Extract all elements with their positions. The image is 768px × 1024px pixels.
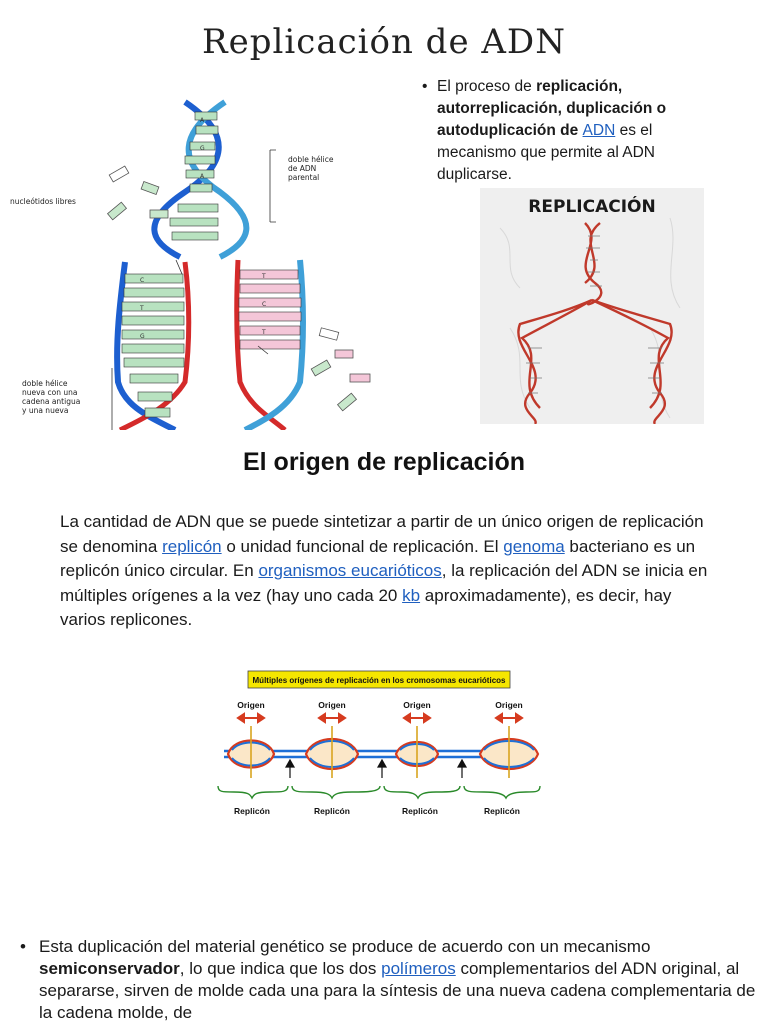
eukaryotic-organisms-link[interactable]: organismos eucarióticos (258, 561, 442, 580)
svg-text:T: T (261, 273, 266, 280)
diagram-banner (247, 670, 511, 689)
bullet2-text-3: complementarios del ADN original, al sep… (39, 959, 756, 1022)
svg-text:A: A (200, 117, 205, 124)
replicon-label-2: Replicón (314, 806, 350, 816)
genome-link[interactable]: genoma (503, 536, 565, 556)
para-text-5: aproximadamente), es decir, hay varios r… (60, 585, 672, 630)
para-text-4: , la replicación del ADN se inicia en mú… (60, 561, 708, 605)
replication-heading: REPLICACIÓN (528, 195, 655, 217)
label-free-nucleotides: nucleótidos libres (10, 197, 76, 206)
intro-text-post: es el mecanismo que permite al ADN dupli… (437, 122, 655, 183)
kb-link[interactable]: kb (402, 585, 421, 605)
origin-label-3: Origen (403, 700, 430, 710)
para-text-3: bacteriano es un replicón único circular… (60, 536, 696, 581)
replicon-label-3: Replicón (402, 806, 438, 816)
bullet-marker: • (20, 937, 26, 956)
replication-fork-image: REPLICACIÓN (480, 188, 704, 424)
bullet2-text-2: , lo que indica que los dos (179, 959, 382, 978)
replicon-label-4: Replicón (484, 806, 520, 816)
para-text-2: o unidad funcional de replicación. El (221, 536, 504, 556)
polymers-link[interactable]: polímeros (381, 959, 456, 978)
svg-text:C: C (140, 277, 144, 284)
semiconservative-term: semiconservador (39, 959, 180, 978)
svg-text:T: T (261, 329, 266, 336)
intro-bullet: • El proceso de replicación, autorreplic… (422, 76, 722, 186)
origin-label-2: Origen (318, 700, 345, 710)
semiconservative-bullet: • Esta duplicación del material genético… (20, 936, 760, 1024)
right-daughter-helix (234, 259, 306, 430)
intro-text-pre: El proceso de (437, 78, 537, 95)
svg-text:G: G (140, 333, 145, 340)
page-title: Replicación de ADN (202, 22, 566, 62)
svg-text:T: T (139, 305, 144, 312)
origin-label-1: Origen (237, 700, 264, 710)
svg-text:C: C (262, 301, 266, 308)
multiple-origins-diagram: Múltiples orígenes de replicación en los… (214, 666, 544, 826)
intro-bold-terms: replicación, autorreplicación, duplicaci… (437, 78, 667, 139)
replicon-link[interactable]: replicón (162, 536, 222, 556)
origin-label-4: Origen (495, 700, 522, 710)
diagram-banner-text: Múltiples orígenes de replicación en los… (253, 676, 507, 685)
free-nucleotides (106, 165, 371, 412)
section-heading-origin: El origen de replicación (242, 448, 526, 476)
replicon-label-1: Replicón (234, 806, 270, 816)
para-text-1: La cantidad de ADN que se puede sintetiz… (60, 512, 704, 556)
bullet2-text-1: Esta duplicación del material genético s… (39, 937, 651, 956)
parental-double-helix (151, 99, 250, 260)
adn-link[interactable]: ADN (582, 122, 616, 139)
bullet-marker: • (422, 78, 428, 95)
svg-text:A: A (200, 173, 205, 180)
left-daughter-helix (114, 261, 192, 430)
origin-paragraph: La cantidad de ADN que se puede sintetiz… (60, 510, 710, 633)
svg-text:G: G (200, 145, 205, 152)
